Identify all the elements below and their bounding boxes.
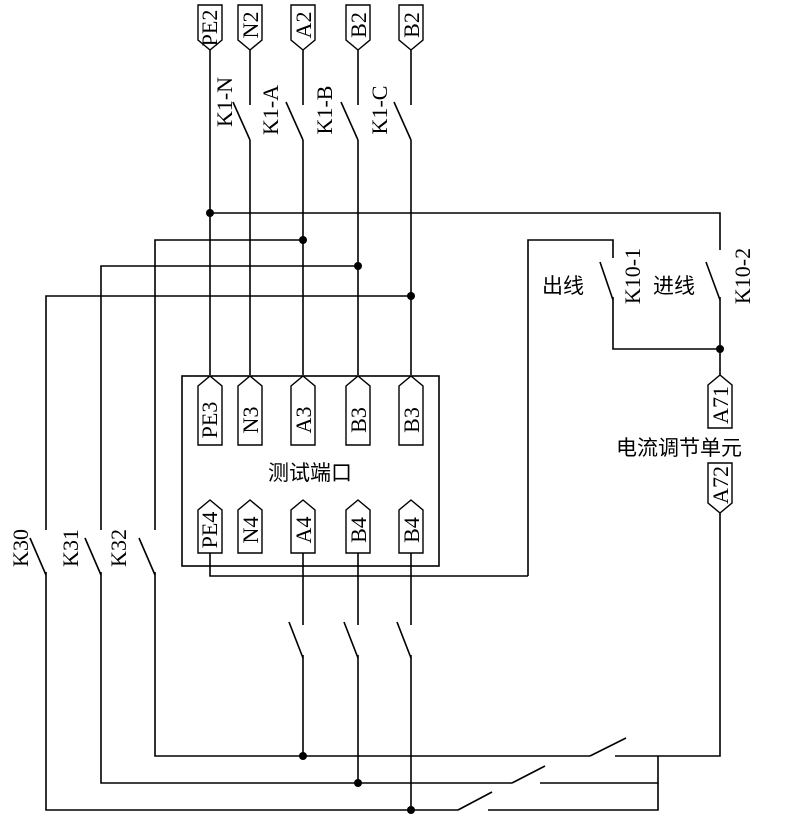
switch-k10-1 [527,239,720,576]
top-terminal-b2-1: B2 [345,4,371,51]
junction-c [407,292,415,300]
wire-a72-return [615,513,721,757]
wire-a-bus [154,239,303,530]
outgoing-label: 出线 [542,274,584,298]
switch-k1-c [393,50,412,375]
junction-bottom-a [299,752,307,760]
k1-n-label: K1-N [212,77,237,127]
terminal-b3-1: B3 [345,375,371,446]
junction-bottom-c [407,806,415,814]
k32-label: K32 [106,529,131,567]
terminal-b3-2-label: B3 [399,407,424,433]
wire-bottom-return-1 [540,756,659,784]
junction-a [299,236,307,244]
terminal-a71-label: A71 [708,386,733,424]
k10-1-label: K10-1 [620,248,645,304]
terminal-n4: N4 [237,499,263,554]
switch-bottom-blade-2 [511,765,546,784]
switch-k1-b [340,50,359,375]
k1-c-label: K1-C [367,86,392,135]
junction-b [354,262,362,270]
top-terminal-n2: N2 [237,4,263,51]
terminal-a4: A4 [290,499,316,554]
top-terminal-b2-1-label: B2 [346,12,371,38]
top-terminal-b2-2: B2 [398,4,424,51]
switch-lower-a [288,553,304,756]
k1-b-label: K1-B [312,86,337,135]
top-terminal-a2: A2 [290,4,316,51]
wire-c-bus [45,295,411,530]
wire-pe4-return [209,553,528,577]
current-unit-label: 电流调节单元 [616,436,742,460]
top-terminal-b2-2-label: B2 [399,12,424,38]
terminal-b4-2: B4 [398,499,424,554]
switch-k30 [29,537,458,811]
terminal-a3-label: A3 [291,407,316,434]
switch-k1-n [232,50,251,375]
terminal-a71: A71 [707,374,733,429]
wire-b-bus [100,265,358,530]
junction-bottom-b [354,779,362,787]
top-terminal-a2-label: A2 [291,12,316,39]
switch-bottom-blade-3 [457,791,493,811]
terminal-b3-1-label: B3 [346,407,371,433]
k30-label: K30 [8,529,33,567]
terminal-a3: A3 [290,375,316,446]
terminal-a72-label: A72 [708,466,733,504]
switch-k32 [138,537,590,757]
wire-bottom-return-2 [488,783,659,811]
switch-k10-2 [705,261,721,375]
k10-2-label: K10-2 [730,248,755,304]
terminal-b4-1: B4 [345,499,371,554]
switch-k31 [84,537,512,784]
terminal-pe3: PE3 [197,375,223,446]
top-terminal-pe2-label: PE2 [197,10,222,47]
terminal-pe4-label: PE4 [197,512,222,549]
junction-pe [206,209,214,217]
terminal-b3-2: B3 [398,375,424,446]
test-port-title: 测试端口 [268,461,352,485]
test-port-box [181,375,440,567]
terminal-n3-label: N3 [238,407,263,434]
terminal-pe3-label: PE3 [197,402,222,439]
switch-lower-c [396,553,412,810]
wire-pe-bus [210,212,721,250]
incoming-label: 进线 [653,274,695,298]
junction-k10 [716,345,724,353]
switch-lower-b [343,553,359,783]
terminal-a4-label: A4 [291,517,316,544]
k1-a-label: K1-A [258,85,283,135]
top-terminal-pe2: PE2 [197,4,223,51]
terminal-b4-2-label: B4 [399,517,424,543]
k31-label: K31 [58,529,83,567]
terminal-b4-1-label: B4 [346,517,371,543]
switch-bottom-blade-1 [589,737,627,757]
terminal-n4-label: N4 [238,517,263,544]
switch-k1-a [285,50,304,375]
terminal-a72: A72 [707,462,733,514]
top-terminal-n2-label: N2 [238,12,263,39]
terminal-n3: N3 [237,375,263,446]
terminal-pe4: PE4 [197,499,223,554]
